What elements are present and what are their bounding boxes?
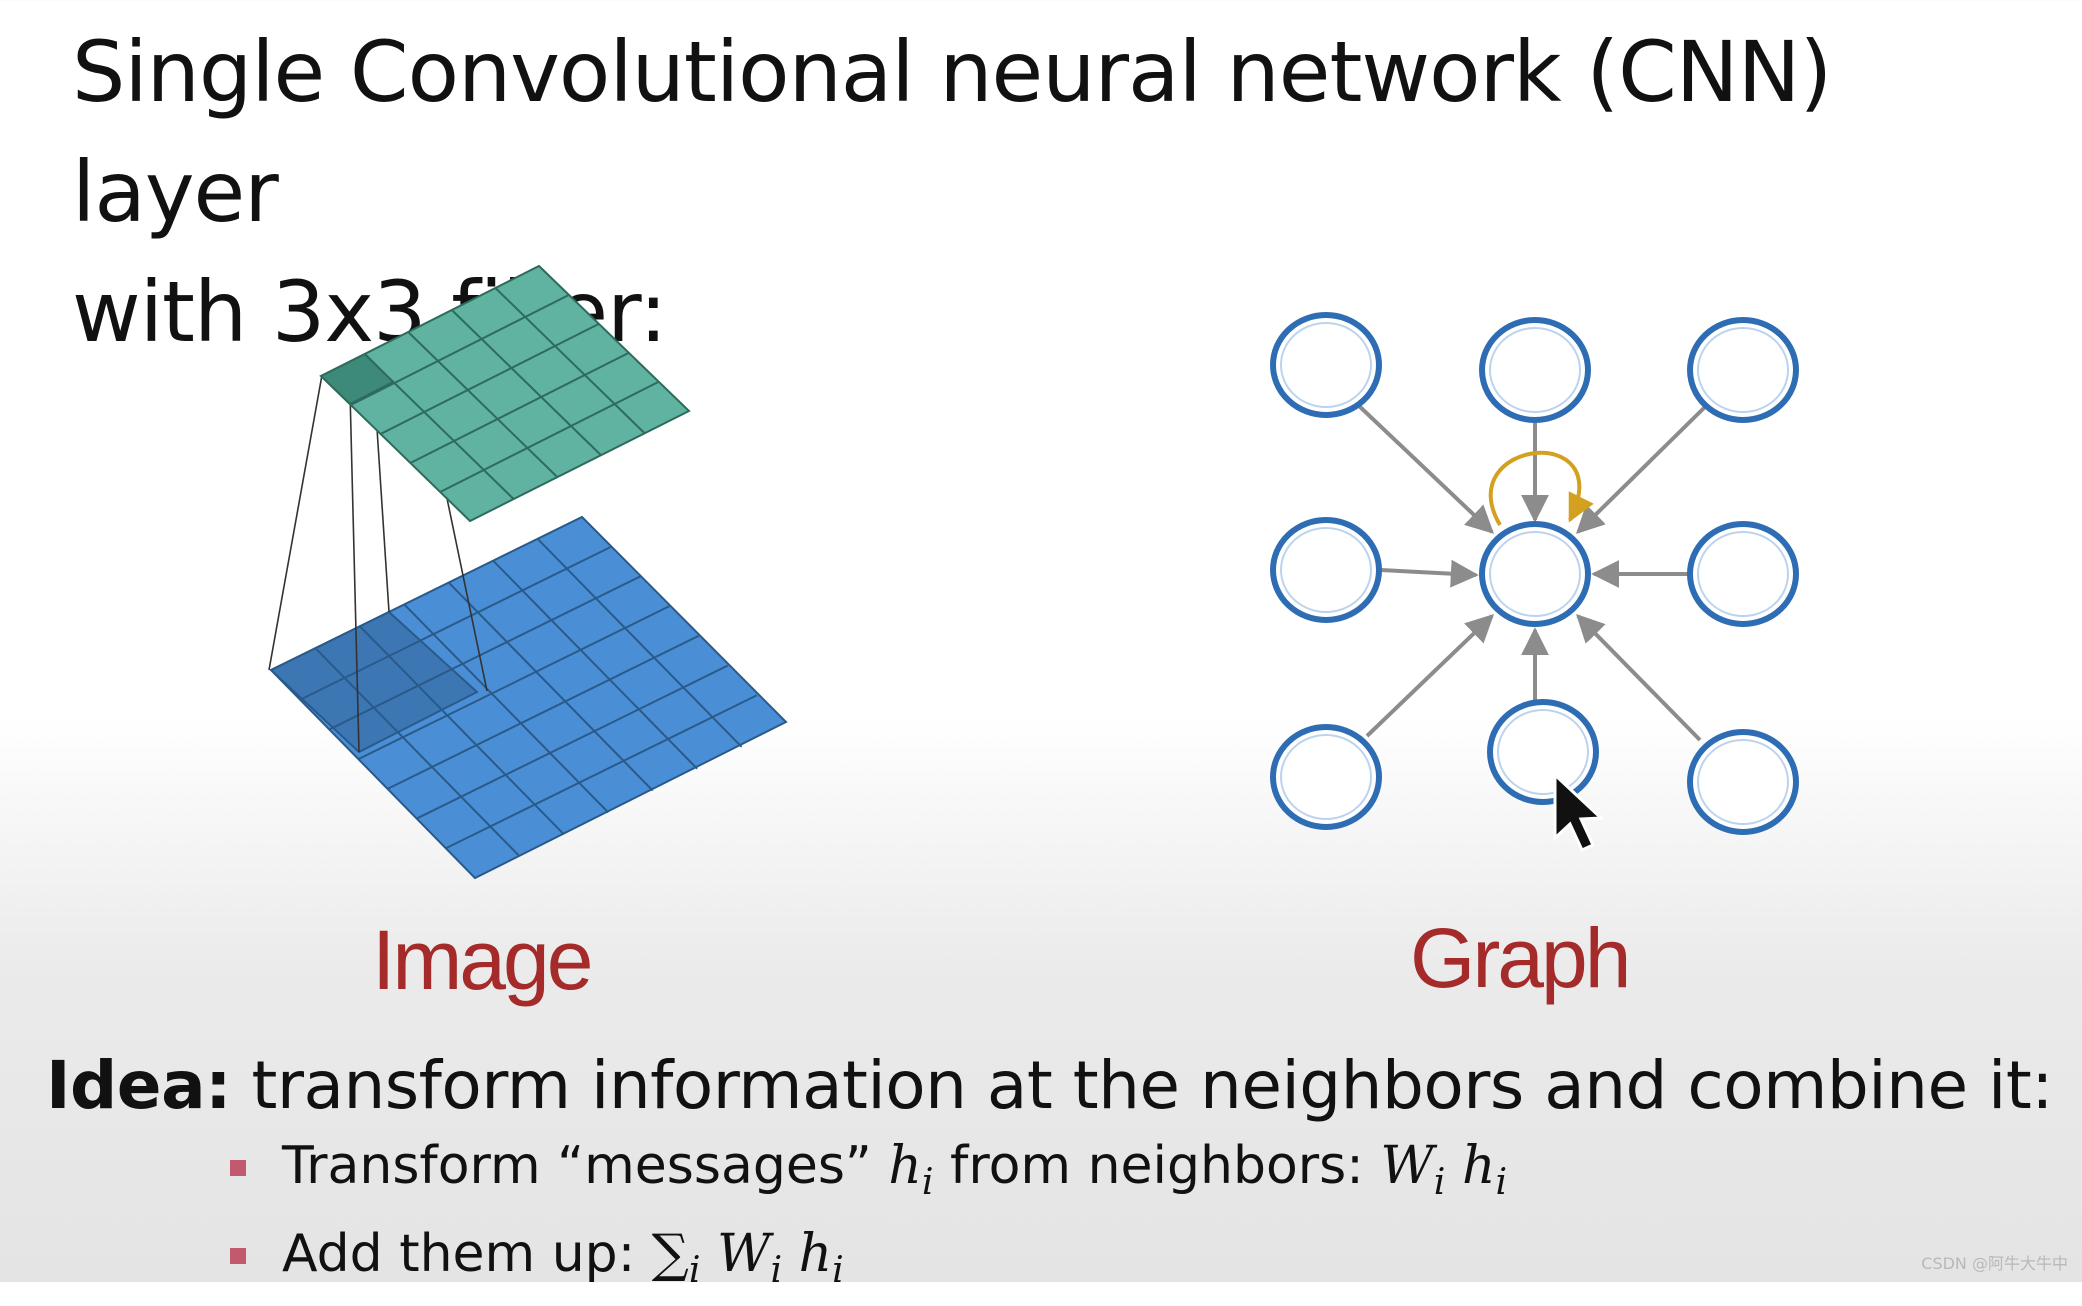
grid-line — [363, 353, 515, 500]
node — [1687, 729, 1799, 835]
grid-line — [387, 634, 700, 790]
receptive-field — [269, 610, 479, 754]
slide-title-line1: Single Convolutional neural network (CNN… — [72, 23, 1832, 241]
node — [1687, 521, 1799, 627]
node — [1270, 724, 1382, 830]
grid-line — [328, 575, 641, 731]
grid-line — [350, 294, 570, 406]
output-feature-grid — [319, 264, 691, 523]
input-feature-grid — [269, 515, 788, 880]
grid-line — [445, 694, 758, 850]
graph-edges — [1355, 402, 1710, 742]
grid-line — [448, 581, 654, 792]
node — [1687, 317, 1799, 423]
idea-lead: Idea: — [46, 1047, 232, 1124]
grid-line — [536, 538, 743, 748]
node — [1479, 317, 1591, 423]
watermark: CSDN @阿牛大牛中 — [1921, 1254, 2068, 1273]
grid-line — [314, 647, 521, 857]
grid-line — [416, 664, 729, 820]
mouse-cursor-icon — [1553, 771, 1605, 852]
bullet-marker — [230, 1160, 246, 1176]
bullet-marker — [230, 1247, 246, 1264]
bullet-list: Transform “messages” hi from neighbors: … — [230, 1130, 1507, 1306]
bullet-item: Transform “messages” hi from neighbors: … — [230, 1130, 1507, 1218]
grid-line — [492, 560, 698, 770]
node — [1270, 312, 1382, 418]
bullet-item: Add them up: ∑i Wi hi — [230, 1218, 1507, 1306]
image-label: Image — [372, 913, 593, 1007]
grid-line — [403, 603, 609, 814]
grid-line — [407, 331, 558, 478]
node — [1270, 517, 1382, 623]
self-loop-edge — [1488, 450, 1594, 527]
graph-nodes — [1270, 312, 1799, 835]
grid-line — [409, 352, 629, 464]
grid-line — [299, 545, 612, 701]
grid-line — [439, 381, 659, 493]
idea-text: transform information at the neighbors a… — [251, 1047, 2053, 1124]
grid-line — [380, 323, 600, 435]
grid-line — [494, 287, 646, 434]
grid-line — [357, 605, 670, 761]
grid-line — [451, 309, 602, 456]
center-node — [1479, 521, 1591, 627]
grid-line — [359, 625, 565, 835]
node — [1487, 699, 1599, 805]
idea-line: Idea: transform information at the neigh… — [46, 1046, 2053, 1126]
graph-label: Graph — [1410, 911, 1631, 1005]
